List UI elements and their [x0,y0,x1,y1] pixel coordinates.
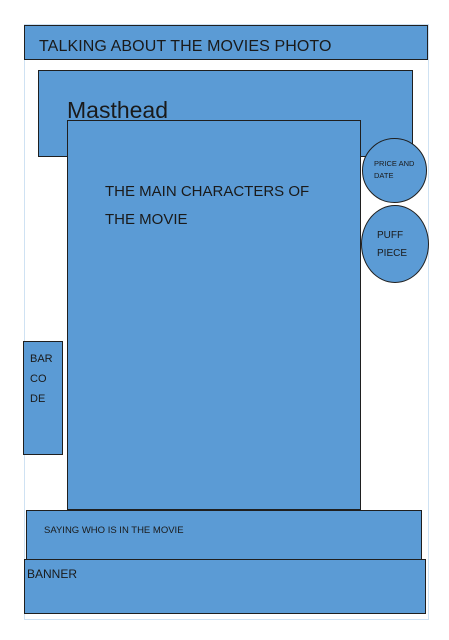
masthead-label: Masthead [67,97,169,123]
barcode-box: BAR CO DE [23,341,63,455]
puff-piece-label: PUFF PIECE [377,230,408,259]
price-and-date-label: PRICE AND DATE [374,159,415,180]
puff-piece-circle: PUFF PIECE [361,205,429,283]
page-guide [24,24,429,620]
banner-label: BANNER [27,567,78,581]
cast-line-label: SAYING WHO IS IN THE MOVIE [44,525,184,536]
main-image-label: THE MAIN CHARACTERS OF THE MOVIE [105,183,310,228]
barcode-label: BAR CO DE [30,353,53,405]
price-and-date-circle: PRICE AND DATE [362,138,427,203]
header-text: TALKING ABOUT THE MOVIES PHOTO [39,38,332,55]
header-box: TALKING ABOUT THE MOVIES PHOTO [24,25,428,60]
main-image-box: THE MAIN CHARACTERS OF THE MOVIE [67,120,361,510]
cast-line-box: SAYING WHO IS IN THE MOVIE [26,510,422,560]
banner-box: BANNER [24,559,426,614]
